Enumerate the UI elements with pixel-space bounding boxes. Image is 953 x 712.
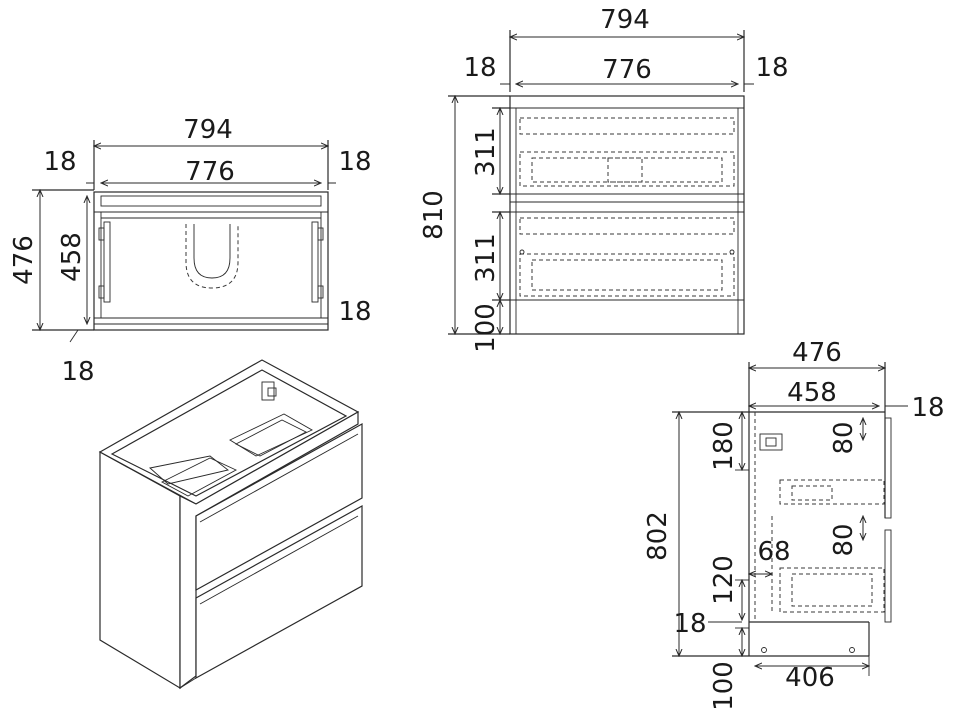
top-view: 794 776 18 18 476 458 18 <box>9 115 372 387</box>
side-rail-top-80: 80 <box>829 421 859 454</box>
top-width-794: 794 <box>183 115 233 145</box>
side-drawer-offset-68: 68 <box>757 537 790 567</box>
side-rail-bottom-80: 80 <box>829 523 859 556</box>
front-height-810: 810 <box>419 190 449 240</box>
top-depth-476: 476 <box>9 235 39 285</box>
front-side-right-18: 18 <box>755 53 788 83</box>
side-depth-458: 458 <box>787 378 837 408</box>
top-back-18: 18 <box>338 297 371 327</box>
top-depth-458: 458 <box>57 232 87 282</box>
top-bottom-18: 18 <box>61 357 94 387</box>
front-drawer-bottom-311: 311 <box>471 233 501 283</box>
front-drawer-top-311: 311 <box>471 127 501 177</box>
side-plinth-100: 100 <box>709 661 739 711</box>
side-top-gap-180: 180 <box>709 421 739 471</box>
side-height-802: 802 <box>643 511 673 561</box>
side-bottom-gap-120: 120 <box>709 555 739 605</box>
front-width-776: 776 <box>602 55 652 85</box>
isometric-view <box>98 359 363 690</box>
front-view: 794 776 18 18 810 <box>419 5 789 353</box>
front-plinth-100: 100 <box>471 303 501 353</box>
side-floor-18: 18 <box>673 609 706 639</box>
top-side-left-18: 18 <box>43 147 76 177</box>
front-width-794: 794 <box>600 5 650 35</box>
side-base-depth-406: 406 <box>785 663 835 693</box>
top-width-776: 776 <box>185 157 235 187</box>
side-depth-476: 476 <box>792 338 842 368</box>
top-side-right-18: 18 <box>338 147 371 177</box>
side-front-18: 18 <box>911 393 944 423</box>
front-side-left-18: 18 <box>463 53 496 83</box>
side-view: 476 458 18 802 180 80 <box>643 338 945 711</box>
